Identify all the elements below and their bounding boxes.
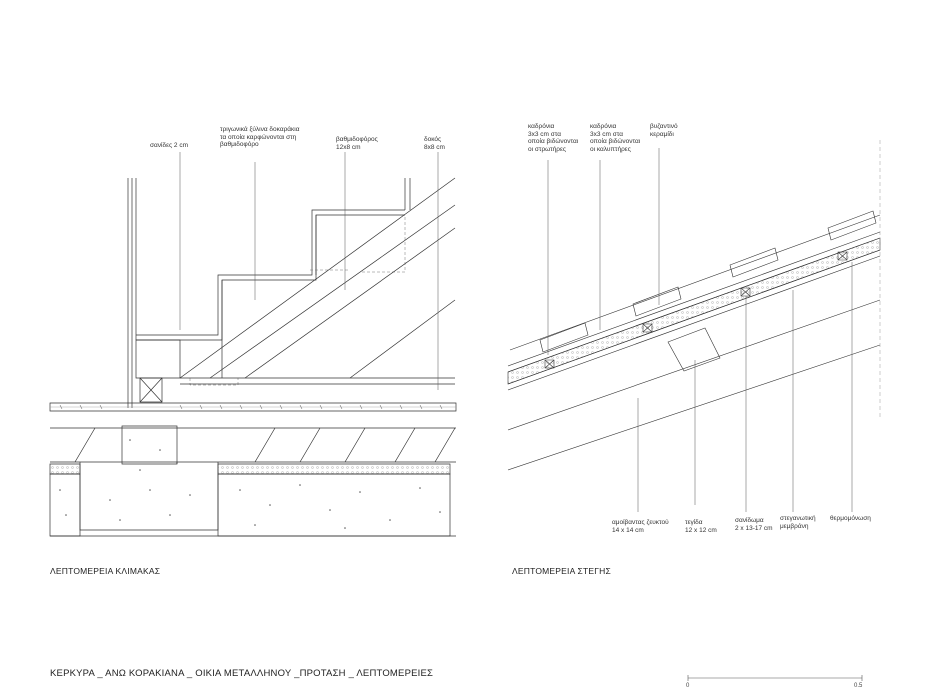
label-triangular-beams: τριγωνικά ξύλινα δοκαράκια τα οποία καρφ… [220,126,300,148]
scale-end-label: 0.5 [854,683,863,689]
label-battens-cover: καδρόνια 3x3 cm στα οποία βιδώνονται οι … [590,123,641,153]
stair-detail-caption: ΛΕΠΤΟΜΕΡΕΙΑ ΚΛΙΜΑΚΑΣ [50,566,161,576]
stair-leaders [180,152,438,390]
label-beam: δοκός 8x8 cm [424,136,445,151]
label-sheathing: σανίδωμα 2 x 13-17 cm [735,517,773,532]
label-stringer: βαθμιδοφόρος 12x8 cm [336,136,378,151]
scale-start-label: 0 [686,683,690,689]
roof-detail-caption: ΛΕΠΤΟΜΕΡΕΙΑ ΣΤΕΓΗΣ [512,566,611,576]
label-boards: σανίδες 2 cm [150,142,189,149]
stair-detail [50,178,456,536]
label-insulation: θερμομόνωση [830,515,871,522]
label-rafter: τεγίδα 12 x 12 cm [685,519,717,534]
roof-leaders [548,140,880,512]
concrete-speckle [59,439,441,529]
roof-detail [508,211,880,470]
label-battens-under: καδρόνια 3x3 cm στα οποία βιδώνονται οι … [528,123,579,153]
scale-bar [688,675,862,681]
label-membrane: στεγανωτική μεμβράνη [780,515,816,530]
label-byzantine-tile: βυζαντινό κεραμίδι [650,123,678,138]
label-tie-beam: αμοίβαντας ζευκτού 14 x 14 cm [612,519,669,534]
sheet-title: ΚΕΡΚΥΡΑ _ ΑΝΩ ΚΟΡΑΚΙΑΝΑ _ ΟΙΚΙΑ ΜΕΤΑΛΛΗΝ… [50,668,434,679]
